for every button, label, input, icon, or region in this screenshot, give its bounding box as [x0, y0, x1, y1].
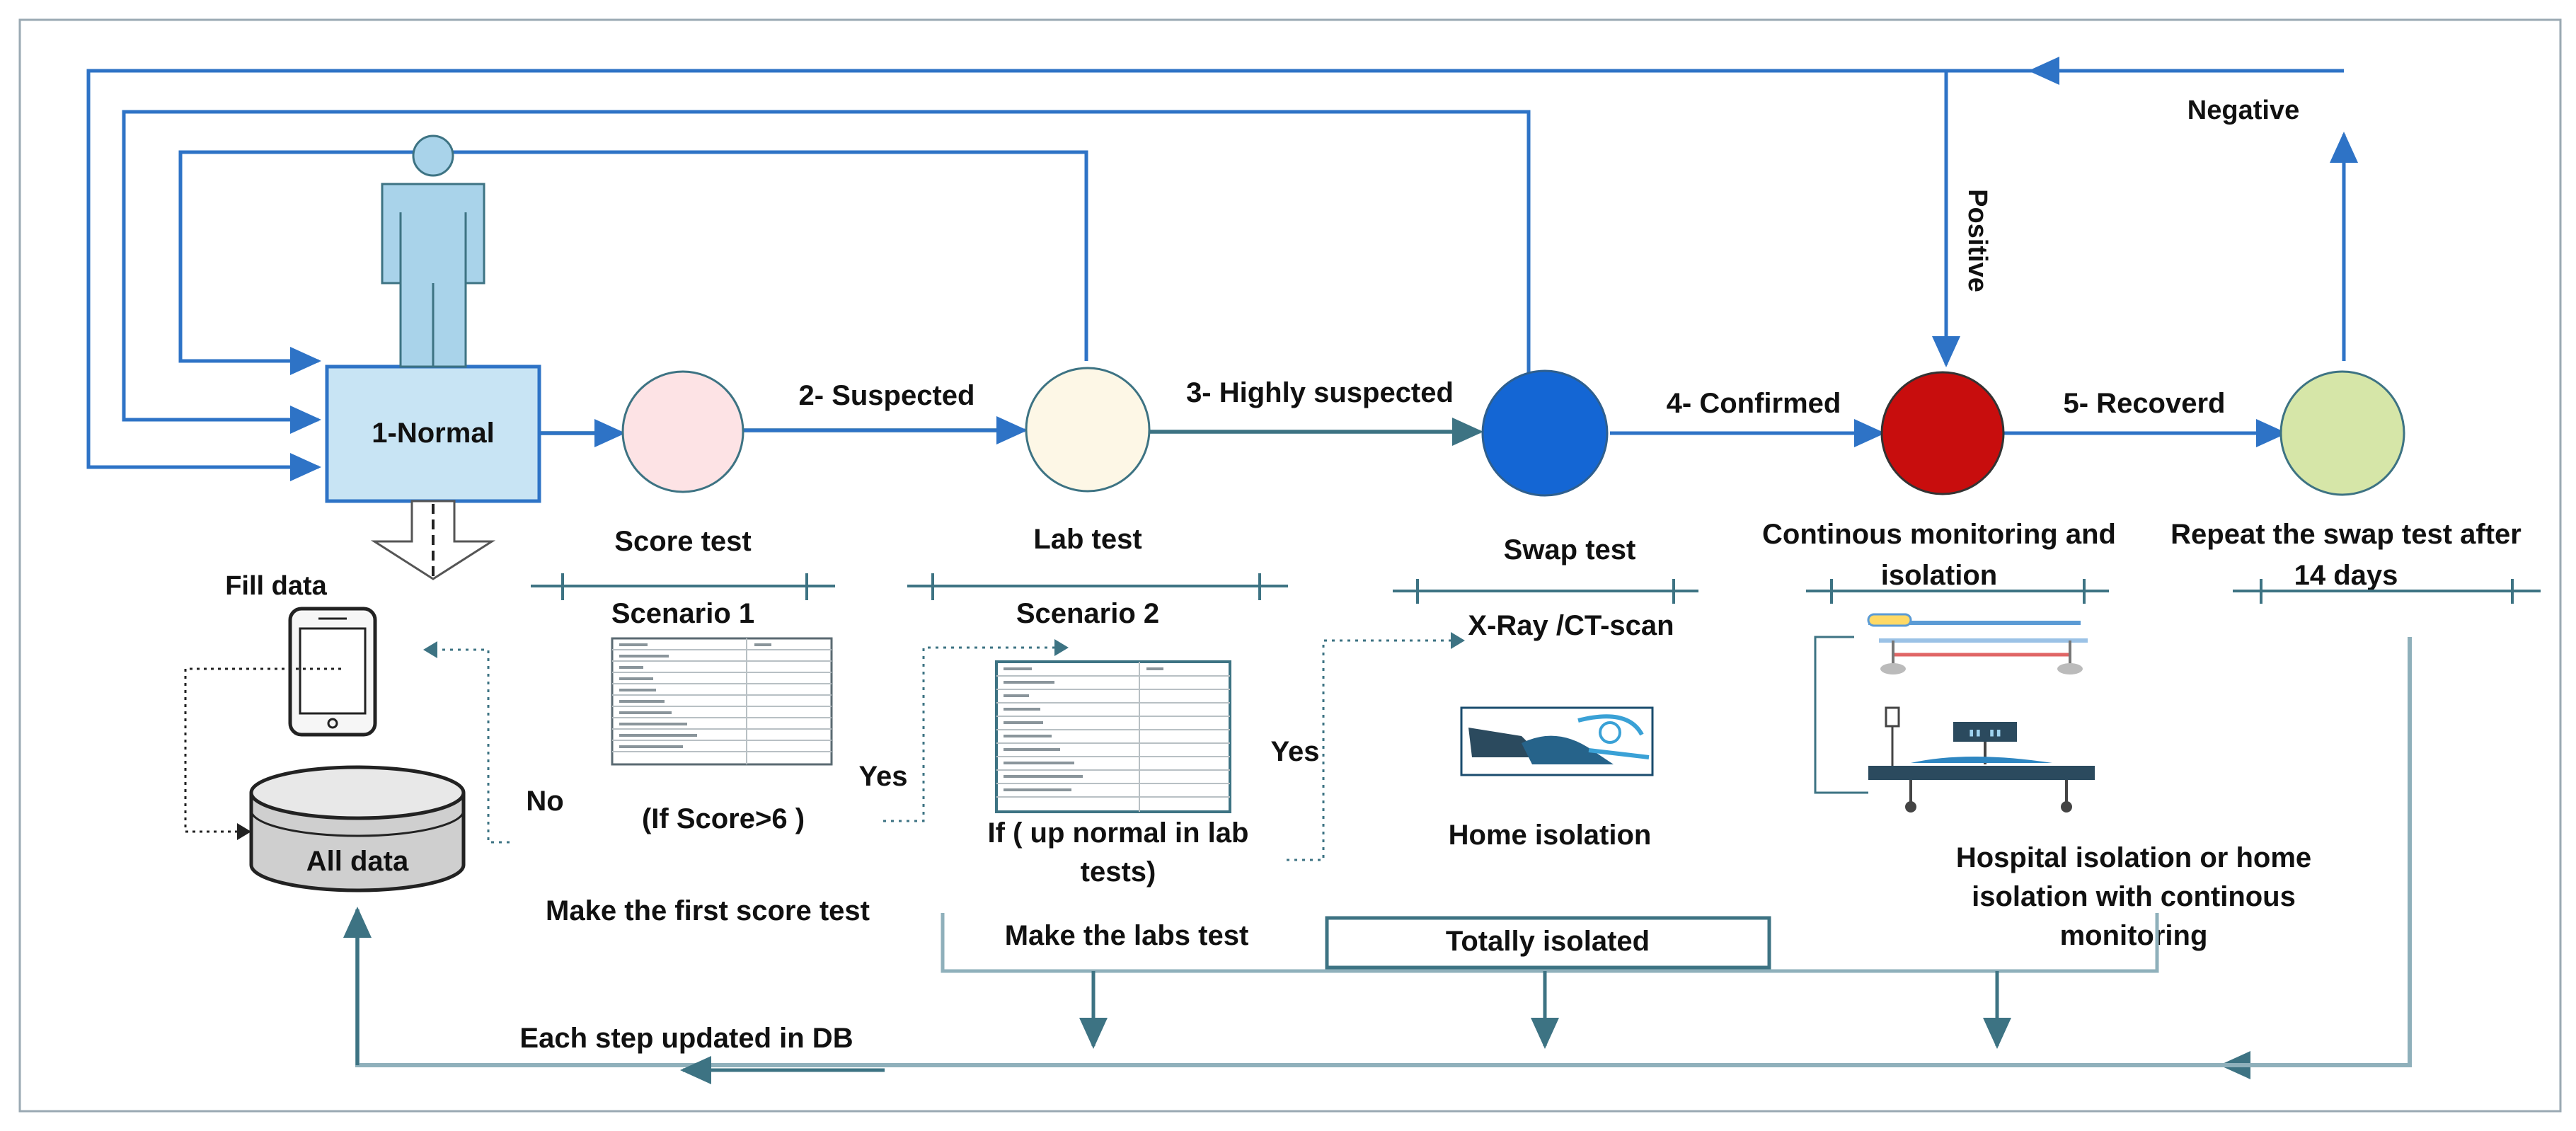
phone-db-link — [184, 667, 341, 833]
suspected-label: 2- Suspected — [799, 380, 975, 411]
negative-label: Negative — [2187, 96, 2299, 125]
yes2-connector — [1287, 639, 1458, 861]
ct-scanner-icon — [1460, 706, 1654, 776]
svg-text:▮▮ ▮▮: ▮▮ ▮▮ — [1968, 727, 2002, 740]
labs-test-label: Make the labs test — [1005, 920, 1249, 951]
feedback-loops — [86, 57, 2358, 481]
first-score-label: Make the first score test — [546, 895, 870, 926]
home-isolation-label: Home isolation — [1449, 820, 1652, 851]
no-return-connector — [423, 648, 510, 844]
confirmed-node — [1880, 371, 2005, 495]
hospital-bed-icon — [1867, 613, 2088, 674]
scenario2-label: Scenario 2 — [1016, 598, 1159, 629]
swap-test-label: Swap test — [1504, 534, 1636, 566]
totally-isolated-label: Totally isolated — [1446, 926, 1650, 957]
diagram-frame — [18, 18, 2562, 1113]
score-table-icon — [611, 637, 833, 766]
lab-test-label: Lab test — [1033, 524, 1142, 555]
monitoring-label-line1: Continous monitoring and — [1762, 519, 2116, 550]
recovered-node — [2279, 370, 2405, 496]
totally-isolated-box — [1325, 916, 1771, 970]
dotted-connectors — [423, 632, 1465, 861]
swap-test-node — [1481, 369, 1609, 497]
repeat-label-line2: 14 days — [2294, 560, 2398, 591]
recovered-label: 5- Recoverd — [2064, 388, 2226, 419]
hospital-label-line2: isolation with continous — [1972, 881, 2296, 912]
yes1-connector — [883, 646, 1062, 822]
main-flow — [539, 416, 2287, 447]
lab-condition-line1: If ( up normal in lab — [988, 817, 1249, 849]
middle-loop-arrow — [122, 110, 1531, 434]
normal-label: 1-Normal — [372, 418, 494, 449]
database-icon — [249, 765, 466, 892]
score-condition-label: (If Score>6 ) — [642, 803, 805, 834]
lab-test-node — [1025, 367, 1151, 493]
xray-label: X-Ray /CT-scan — [1468, 610, 1674, 641]
db-update-label: Each step updated in DB — [519, 1023, 853, 1054]
monitoring-bed-icon: ▮▮ ▮▮ — [1868, 706, 2095, 813]
normal-box — [325, 364, 541, 503]
highly-suspected-label: 3- Highly suspected — [1186, 377, 1454, 408]
repeat-label-line1: Repeat the swap test after — [2170, 519, 2522, 550]
action-bracket — [941, 913, 2159, 973]
yes1-label: Yes — [859, 761, 908, 792]
outer-loop-arrow — [86, 69, 2031, 481]
bed-bracket — [1814, 636, 1868, 794]
lab-condition-line2: tests) — [1081, 856, 1156, 888]
hospital-label-line3: monitoring — [2060, 920, 2208, 951]
hospital-label-line1: Hospital isolation or home — [1956, 842, 2311, 873]
timeline-segments — [531, 573, 2541, 604]
lab-table-icon — [995, 660, 1231, 813]
phone-db-arrowhead — [237, 823, 251, 840]
positive-label: Positive — [1962, 189, 1992, 292]
score-test-node — [621, 370, 744, 493]
score-test-label: Score test — [614, 526, 751, 557]
fill-data-arrow — [370, 500, 496, 580]
smartphone-icon — [288, 607, 377, 737]
all-data-label: All data — [306, 846, 409, 877]
yes2-label: Yes — [1271, 736, 1320, 767]
inner-loop-arrow — [178, 150, 1088, 375]
fill-data-label: Fill data — [225, 571, 327, 601]
scenario1-label: Scenario 1 — [611, 598, 754, 629]
monitoring-label-line2: isolation — [1881, 560, 1997, 591]
no-label: No — [526, 786, 563, 817]
person-icon — [381, 134, 485, 368]
confirmed-label: 4- Confirmed — [1667, 388, 1841, 419]
